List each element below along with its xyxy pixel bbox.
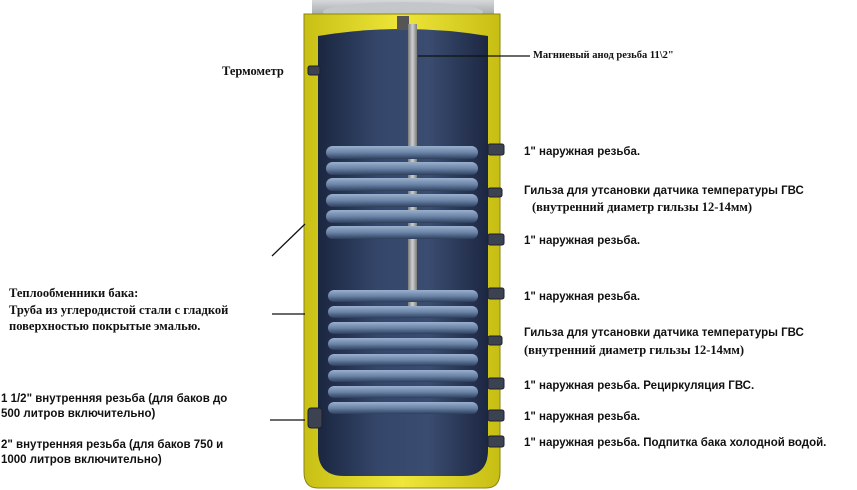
recirculation-label: 1" наружная резьба. Рециркуляция ГВС.	[524, 380, 755, 392]
connection-label-2: 1" наружная резьба.	[524, 235, 641, 247]
cold-water-inlet-label: 1" наружная резьба. Подпитка бака холодн…	[524, 437, 827, 449]
anode-label: Магниевый анод резьба 11\2"	[533, 50, 674, 61]
connection-label-4: 1" наружная резьба.	[524, 411, 641, 423]
sensor-sleeve-label-1: Гильза для утсановки датчика температуры…	[524, 185, 804, 197]
sensor-sleeve-label-2: Гильза для утсановки датчика температуры…	[524, 327, 804, 339]
right-fittings	[487, 143, 505, 448]
heat-exchangers-desc-2: поверхностью покрытые эмалью.	[9, 319, 201, 333]
upper-heat-exchanger-coil	[326, 146, 478, 239]
sensor-sleeve-diameter-2: (внутренний диаметр гильзы 12-14мм)	[524, 343, 745, 357]
inner-thread-label-1-line1: 1 1/2" внутренняя резьба (для баков до	[1, 393, 228, 405]
heat-exchangers-desc-1: Труба из углеродистой стали с гладкой	[9, 303, 229, 317]
connection-label-3: 1" наружная резьба.	[524, 291, 641, 303]
thermometer-label: Термометр	[222, 64, 284, 78]
inner-thread-label-1-line2: 500 литров включительно)	[1, 408, 156, 420]
heat-exchangers-title: Теплообменники бака:	[9, 286, 139, 300]
left-fittings	[307, 65, 323, 429]
sensor-sleeve-diameter-1: (внутренний диаметр гильзы 12-14мм)	[532, 200, 753, 214]
connection-label-1: 1" наружная резьба.	[524, 146, 641, 158]
inner-thread-label-2-line2: 1000 литров включительно)	[1, 454, 162, 466]
leader-lines	[270, 55, 530, 421]
lower-heat-exchanger-coil	[328, 290, 478, 414]
inner-thread-label-2-line1: 2" внутренняя резьба (для баков 750 и	[1, 439, 224, 451]
